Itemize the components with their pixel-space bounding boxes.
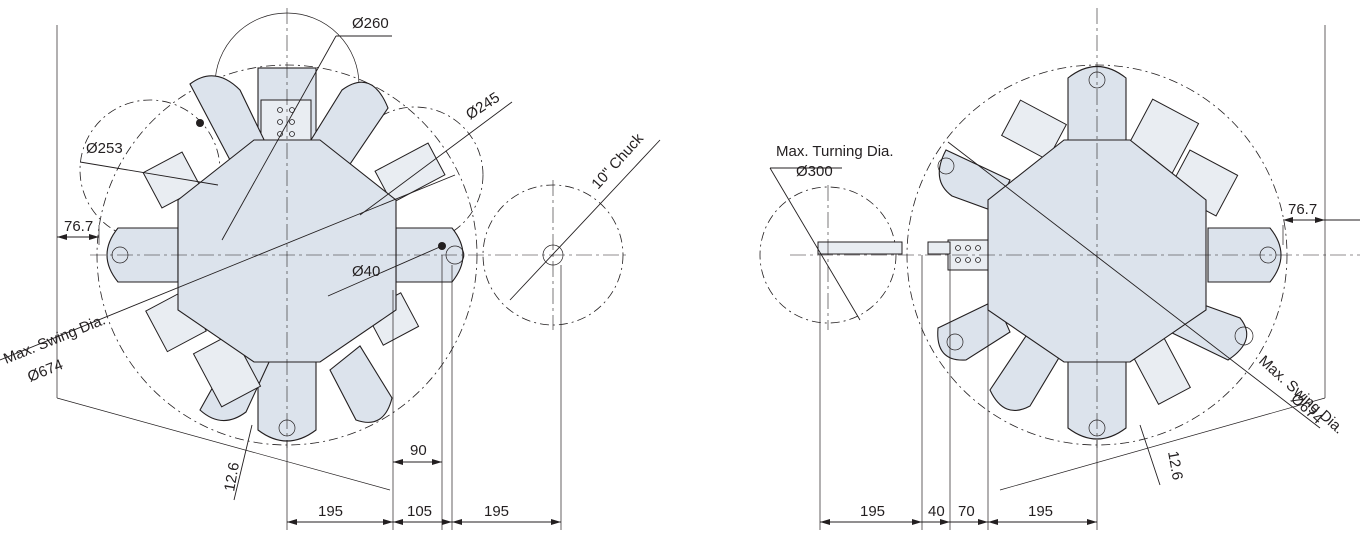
left-offset-label: 76.7 xyxy=(64,218,93,235)
left-d260-label: Ø260 xyxy=(352,15,389,32)
left-d253-label: Ø253 xyxy=(86,140,123,157)
left-d40-label: Ø40 xyxy=(352,263,380,280)
left-gap-label: 12.6 xyxy=(221,461,243,493)
right-turning-value: Ø300 xyxy=(796,163,833,180)
right-gap-label: 12.6 xyxy=(1164,450,1186,482)
left-d105-label: 105 xyxy=(407,503,432,520)
left-chuck-label: 10" Chuck xyxy=(588,130,647,193)
left-d90-label: 90 xyxy=(410,442,427,459)
right-d40-label: 40 xyxy=(928,503,945,520)
right-d195b-label: 195 xyxy=(1028,503,1053,520)
right-turning-circle xyxy=(759,186,897,324)
right-holder-holes xyxy=(955,245,981,263)
right-d195a-label: 195 xyxy=(860,503,885,520)
right-tools xyxy=(817,66,1282,440)
left-d195a-label: 195 xyxy=(318,503,343,520)
right-d70-label: 70 xyxy=(958,503,975,520)
right-offset-label: 76.7 xyxy=(1288,201,1317,218)
left-view xyxy=(0,8,661,530)
left-d245-label: Ø245 xyxy=(463,89,503,123)
left-tools xyxy=(106,67,464,442)
right-turning-label: Max. Turning Dia. xyxy=(776,143,894,160)
left-holder-holes xyxy=(277,107,295,137)
right-view xyxy=(759,8,1360,530)
left-swing-value: Ø674 xyxy=(25,356,65,386)
left-d195b-label: 195 xyxy=(484,503,509,520)
